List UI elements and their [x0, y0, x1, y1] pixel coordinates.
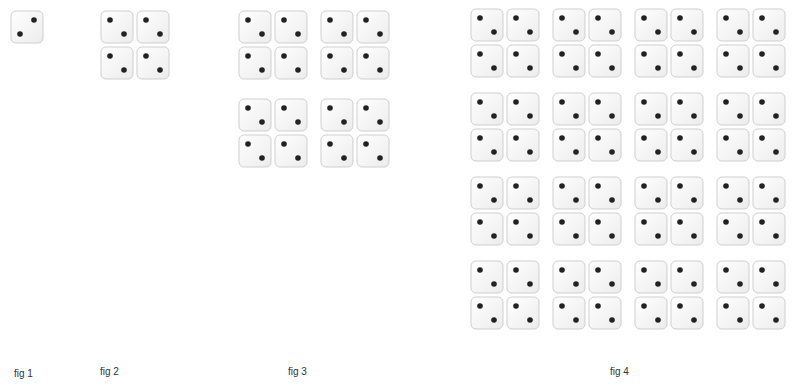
dice-block [635, 261, 703, 329]
dice-block [635, 9, 703, 77]
figure-label: fig 1 [14, 368, 33, 380]
dice-block [717, 93, 785, 161]
dice-block [717, 261, 785, 329]
dice-block [553, 93, 621, 161]
dice-block [553, 261, 621, 329]
figure-label: fig 2 [100, 366, 119, 378]
dice-block [553, 177, 621, 245]
dice-block [321, 99, 389, 167]
figure-label: fig 3 [288, 366, 307, 378]
figure-label: fig 4 [610, 366, 629, 378]
dice-block [101, 11, 169, 79]
dice-block [471, 177, 539, 245]
dice-block [321, 11, 389, 79]
dice-block [553, 9, 621, 77]
dice-block [635, 93, 703, 161]
dice-block [471, 9, 539, 77]
dice-block [239, 11, 307, 79]
dice-block [717, 9, 785, 77]
dice-block [635, 177, 703, 245]
dice-block [471, 261, 539, 329]
dice-block [239, 99, 307, 167]
dice-block [471, 93, 539, 161]
die [11, 11, 43, 43]
dice-block [717, 177, 785, 245]
